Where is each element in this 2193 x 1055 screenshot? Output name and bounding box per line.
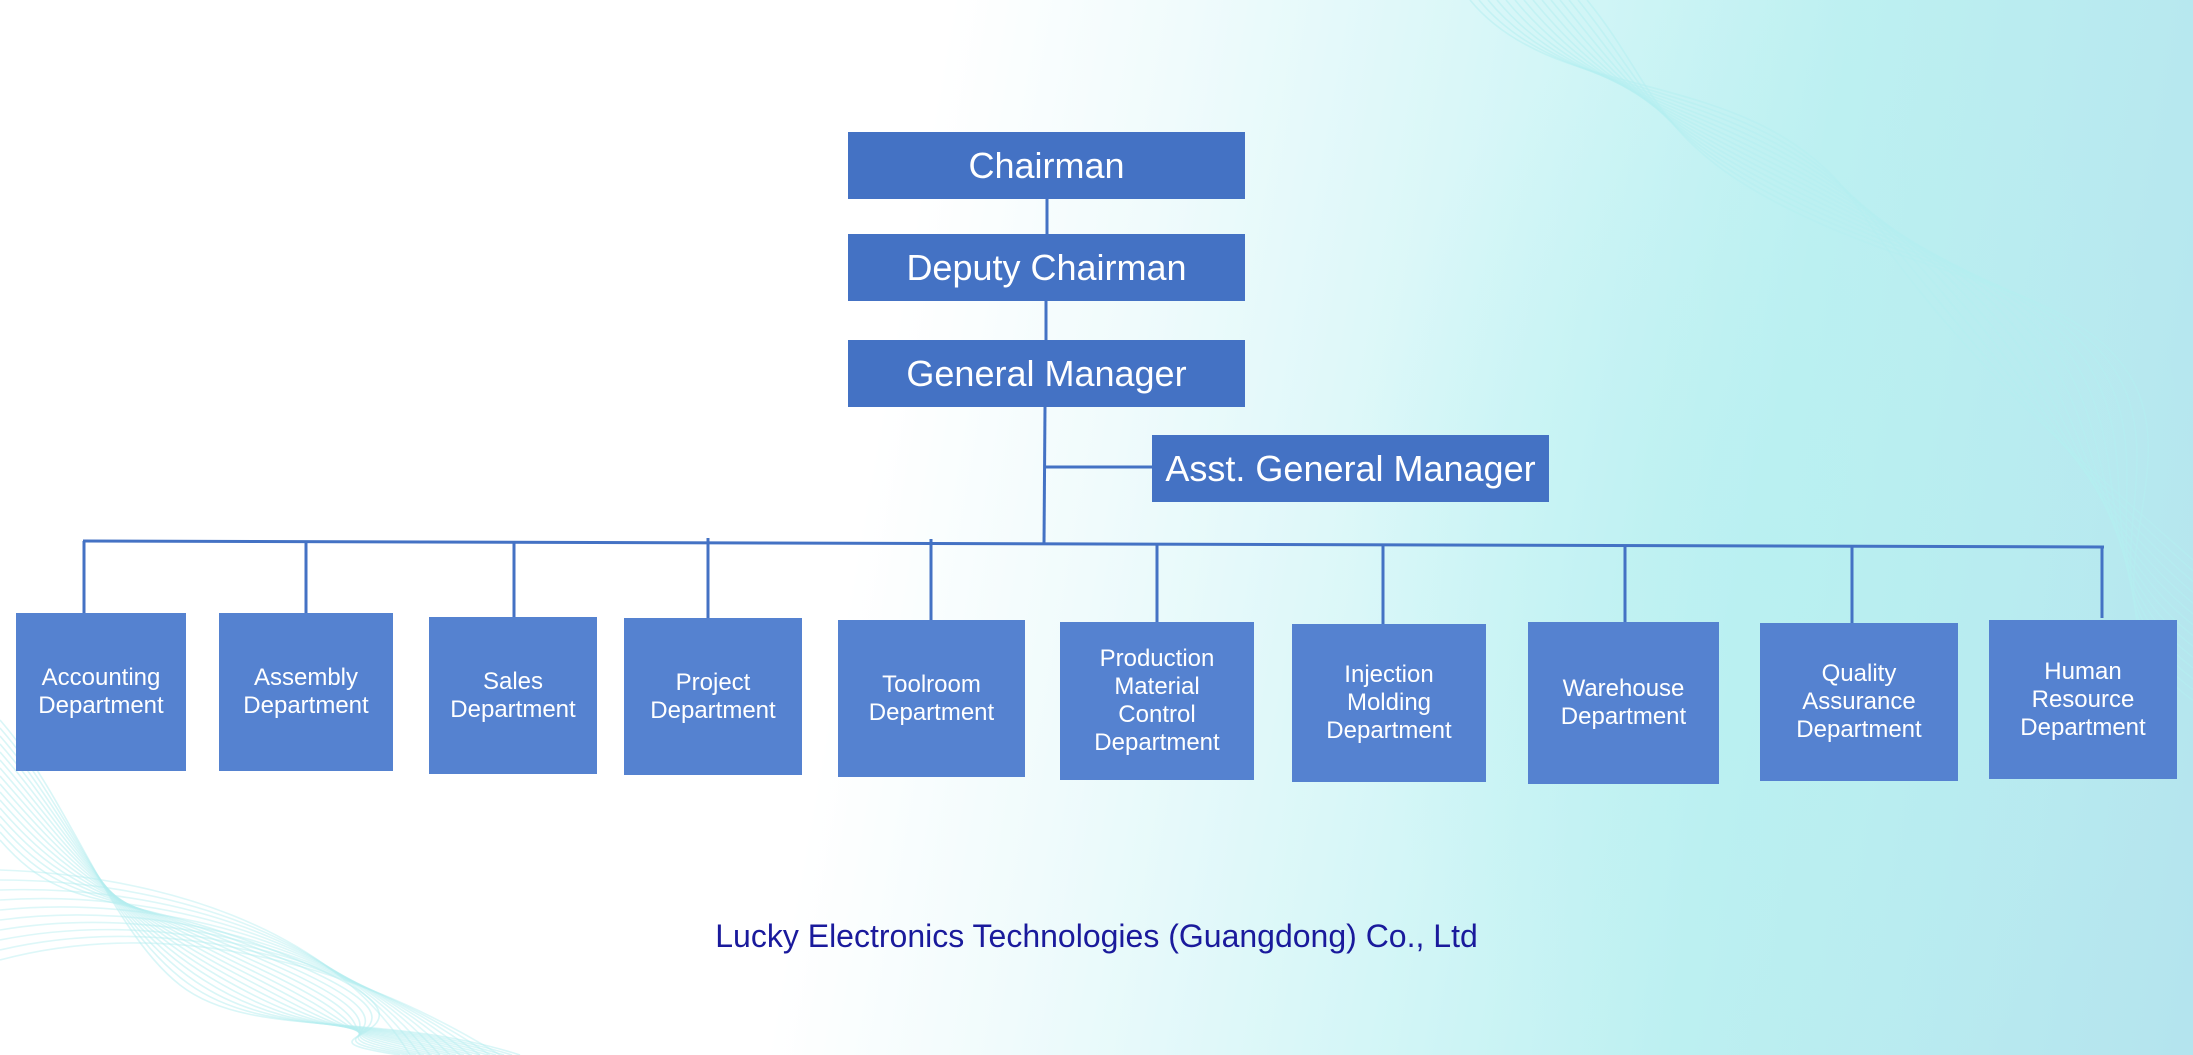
department-label: Production Material Control Department bbox=[1094, 645, 1220, 756]
asst-general-manager-box: Asst. General Manager bbox=[1152, 435, 1549, 502]
wave-line bbox=[0, 775, 465, 1055]
deputy-chairman-label: Deputy Chairman bbox=[906, 246, 1187, 288]
chairman-label: Chairman bbox=[968, 144, 1125, 186]
wave-line bbox=[0, 823, 417, 1055]
department-box-project: Project Department bbox=[624, 618, 802, 775]
department-box-warehouse: Warehouse Department bbox=[1528, 622, 1719, 784]
wave-line bbox=[0, 839, 401, 1055]
wave-line bbox=[0, 831, 409, 1055]
wave-line bbox=[0, 928, 481, 1055]
connector-department-bus bbox=[82, 539, 2105, 549]
wave-line bbox=[0, 906, 451, 1055]
wave-line bbox=[0, 735, 505, 1055]
general-manager-box: General Manager bbox=[848, 340, 1245, 407]
connector-gm-trunk bbox=[1042, 406, 1047, 545]
department-box-assembly: Assembly Department bbox=[219, 613, 393, 771]
wave-line bbox=[0, 879, 421, 1055]
department-label: Injection Molding Department bbox=[1326, 661, 1452, 744]
wave-line bbox=[1586, 0, 2193, 702]
chairman-box: Chairman bbox=[848, 132, 1245, 199]
department-box-production: Production Material Control Department bbox=[1060, 622, 1254, 780]
department-label: Warehouse Department bbox=[1560, 675, 1687, 730]
company-name: Lucky Electronics Technologies (Guangdon… bbox=[715, 918, 1478, 954]
wave-line bbox=[0, 942, 501, 1055]
wave-line bbox=[0, 897, 441, 1055]
wave-line bbox=[0, 743, 497, 1055]
wave-line bbox=[0, 869, 411, 1055]
wave-line bbox=[0, 815, 425, 1055]
department-box-accounting: Accounting Department bbox=[16, 613, 186, 771]
wave-line bbox=[0, 799, 441, 1055]
department-label: Toolroom Department bbox=[868, 670, 995, 726]
department-box-toolroom: Toolroom Department bbox=[838, 620, 1025, 777]
wave-line bbox=[0, 759, 481, 1055]
department-label: Project Department bbox=[650, 668, 776, 724]
wave-line bbox=[0, 767, 473, 1055]
wave-line bbox=[0, 888, 431, 1055]
wave-line bbox=[0, 751, 489, 1055]
wave-line bbox=[0, 921, 471, 1055]
department-box-injection-molding: Injection Molding Department bbox=[1292, 624, 1486, 782]
department-label: Accounting Department bbox=[38, 664, 164, 719]
wave-line bbox=[0, 914, 461, 1055]
wave-line bbox=[0, 935, 491, 1055]
department-label: Sales Department bbox=[450, 667, 576, 723]
asst-general-manager-label: Asst. General Manager bbox=[1165, 447, 1536, 489]
wave-line bbox=[0, 719, 521, 1055]
wave-line bbox=[0, 791, 449, 1055]
wave-line bbox=[0, 783, 457, 1055]
deputy-chairman-box: Deputy Chairman bbox=[848, 234, 1245, 301]
department-box-human-resource: Human Resource Department bbox=[1989, 620, 2177, 779]
department-label: Assembly Department bbox=[243, 664, 369, 719]
wave-line bbox=[0, 727, 513, 1055]
department-box-sales: Sales Department bbox=[429, 617, 597, 774]
department-label: Human Resource Department bbox=[2020, 657, 2146, 741]
department-label: Quality Assurance Department bbox=[1796, 660, 1922, 743]
wave-line bbox=[0, 807, 433, 1055]
general-manager-label: General Manager bbox=[906, 352, 1187, 394]
department-box-quality-assurance: Quality Assurance Department bbox=[1760, 623, 1958, 781]
